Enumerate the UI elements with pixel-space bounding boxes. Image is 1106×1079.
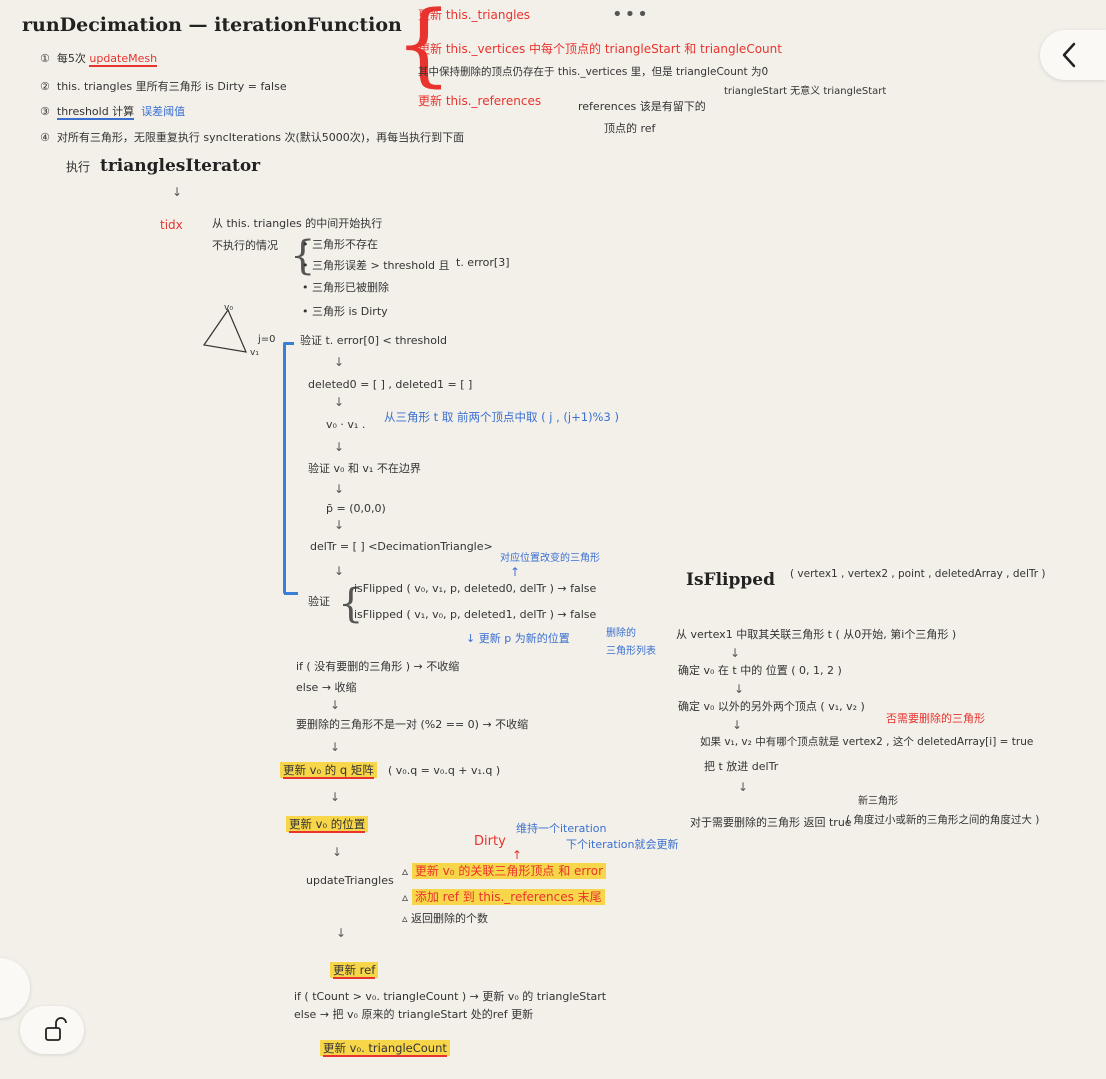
ut-item: ▵ 返回删除的个数 xyxy=(402,912,489,925)
tr-line4c: 顶点的 ref xyxy=(604,122,656,135)
triangle-sketch xyxy=(202,308,247,353)
remove-line: 要删除的三角形不是一对 (%2 == 0) → 不收缩 xyxy=(296,718,529,731)
ut-item: ▵ 添加 ref 到 this._references 末尾 xyxy=(402,889,605,905)
loop-bracket-bottom xyxy=(284,592,298,595)
isflipped-step6: 对于需要删除的三角形 返回 true xyxy=(690,816,852,829)
tr-line3: 其中保持删除的顶点仍存在于 this._vertices 里，但是 triang… xyxy=(418,66,769,78)
p-vector: p̄ = (0,0,0) xyxy=(326,502,386,515)
skip-case: • 三角形已被删除 xyxy=(302,281,389,294)
arrow-down-icon: ↓ xyxy=(334,440,345,454)
isflipped-step6-note-top: 新三角形 xyxy=(858,796,898,807)
verify2: 验证 v₀ 和 v₁ 不在边界 xyxy=(308,462,421,475)
isflipped-call-2: isFlipped ( v₁, v₀, p, deleted1, delTr )… xyxy=(354,608,597,621)
skip-case: • 三角形 is Dirty xyxy=(302,305,388,318)
arrow-up-icon: ↑ xyxy=(510,565,521,579)
tidx-label: tidx xyxy=(160,218,183,232)
v0v1-note: 从三角形 t 取 前两个顶点中取 ( j , (j+1)%3 ) xyxy=(384,410,619,424)
isflip-note1: ↓ 更新 p 为新的位置 xyxy=(466,632,570,645)
skip-case: • 三角形误差 > threshold 且 xyxy=(302,259,450,272)
if-line: if ( 没有要删的三角形 ) → 不收缩 xyxy=(296,660,460,673)
tr-line4b: references 该是有留下的 xyxy=(578,100,706,113)
chevron-left-icon xyxy=(1062,42,1076,68)
arrow-down-icon: ↓ xyxy=(334,564,345,578)
triangles-iterator-title: trianglesIterator xyxy=(100,156,261,176)
j0-label: j=0 xyxy=(258,334,276,345)
isflipped-step1: 从 vertex1 中取其关联三角形 t ( 从0开始, 第i个三角形 ) xyxy=(676,628,957,641)
step-4: ④ 对所有三角形，无限重复执行 syncIterations 次(默认5000次… xyxy=(40,131,465,144)
isflipped-step2: 确定 v₀ 在 t 中的 位置 ( 0, 1, 2 ) xyxy=(678,664,842,677)
v1-label: v₁ xyxy=(250,348,259,358)
exec-label: 执行 xyxy=(66,160,91,174)
v0-label: v₀ xyxy=(224,303,233,313)
arrow-down-icon: ↓ xyxy=(330,698,341,712)
tr-line1: 更新 this._triangles xyxy=(418,8,531,22)
arrow-down-icon: ↓ xyxy=(734,682,745,696)
update-pos: 更新 v₀ 的位置 xyxy=(286,816,369,833)
deltr-note: 对应位置改变的三角形 xyxy=(500,553,600,564)
brace-icon: { xyxy=(290,233,316,279)
isflip-note2: 删除的 xyxy=(606,628,636,639)
t-error: t. error[3] xyxy=(456,256,510,269)
update-q: 更新 v₀ 的 q 矩阵 xyxy=(280,762,377,779)
verify1: 验证 t. error[0] < threshold xyxy=(300,334,448,347)
v0v1: v₀ · v₁ . xyxy=(326,418,366,431)
loop-bracket-top xyxy=(284,342,294,345)
arrow-down-icon: ↓ xyxy=(336,926,347,940)
arrow-down-icon: ↓ xyxy=(330,790,341,804)
arrow-down-icon: ↓ xyxy=(332,845,343,859)
step-2: ② this. triangles 里所有三角形 is Dirty = fals… xyxy=(40,80,287,93)
tidx-note2: 不执行的情况 xyxy=(212,239,278,252)
isflipped-step4: 如果 v₁, v₂ 中有哪个顶点就是 vertex2 , 这个 deletedA… xyxy=(700,736,1034,748)
arrow-down-icon: ↓ xyxy=(334,518,345,532)
step-1: ① 每5次 updateMesh xyxy=(40,52,158,67)
tr-line3b: triangleStart 无意义 triangleStart xyxy=(724,86,887,97)
arrow-down-icon: ↓ xyxy=(730,646,741,660)
isflipped-step6-note: ( 角度过小或新的三角形之间的角度过大 ) xyxy=(846,814,1040,826)
isflipped-call-1: isFlipped ( v₀, v₁, p, deleted0, delTr )… xyxy=(354,582,597,595)
isflipped-params: ( vertex1 , vertex2 , point , deletedArr… xyxy=(790,568,1046,580)
if-tcount: if ( tCount > v₀. triangleCount ) → 更新 v… xyxy=(294,990,607,1003)
ut-item: ▵ 更新 v₀ 的关联三角形顶点 和 error xyxy=(402,863,607,879)
lock-button[interactable] xyxy=(20,1006,84,1054)
isflipped-title: IsFlipped xyxy=(686,570,775,590)
arrow-down-icon: ↓ xyxy=(334,355,345,369)
loop-bracket xyxy=(283,342,286,594)
brace-icon: { xyxy=(338,581,364,627)
step-3: ③ threshold 计算 误差阈值 xyxy=(40,105,186,120)
dirty-label: Dirty xyxy=(474,834,506,849)
deltr: delTr = [ ] <DecimationTriangle> xyxy=(310,540,493,553)
dirty-note1: 维持一个iteration xyxy=(516,822,607,835)
tr-line4: 更新 this._references xyxy=(418,94,542,108)
arrow-down-icon: ↓ xyxy=(330,740,341,754)
deleted-arrays: deleted0 = [ ] , deleted1 = [ ] xyxy=(308,378,473,391)
verify3-label: 验证 xyxy=(308,595,330,608)
isflipped-step3: 确定 v₀ 以外的另外两个顶点 ( v₁, v₂ ) xyxy=(678,700,865,713)
arrow-down-icon: ↓ xyxy=(738,780,749,794)
more-dots-icon[interactable]: ••• xyxy=(612,4,650,25)
isflipped-step5: 把 t 放进 delTr xyxy=(704,760,779,773)
arrow-down-icon: ↓ xyxy=(334,482,345,496)
back-button[interactable] xyxy=(1040,30,1106,80)
arrow-down-icon: ↓ xyxy=(334,395,345,409)
isflip-note3: 三角形列表 xyxy=(606,646,656,657)
update-count: 更新 v₀. triangleCount xyxy=(320,1040,450,1057)
update-q-note: ( v₀.q = v₀.q + v₁.q ) xyxy=(388,764,501,777)
dirty-note2: 下个iteration就会更新 xyxy=(566,838,679,851)
arrow-up-icon: ↑ xyxy=(512,848,523,862)
isflipped-step3-note: 否需要删除的三角形 xyxy=(886,712,985,725)
unlock-icon xyxy=(45,1017,67,1041)
page-title: runDecimation — iterationFunction xyxy=(22,14,402,36)
skip-case: • 三角形不存在 xyxy=(302,238,378,251)
tr-line2: 更新 this._vertices 中每个顶点的 triangleStart 和… xyxy=(418,42,782,56)
else-tcount: else → 把 v₀ 原来的 triangleStart 处的ref 更新 xyxy=(294,1008,534,1021)
update-ref: 更新 ref xyxy=(330,962,379,979)
brace-icon: { xyxy=(395,0,453,97)
update-triangles: updateTriangles xyxy=(306,874,394,887)
tidx-note1: 从 this. triangles 的中间开始执行 xyxy=(212,217,383,230)
arrow-down-icon: ↓ xyxy=(732,718,743,732)
arrow-down-icon: ↓ xyxy=(172,185,183,199)
else-line: else → 收缩 xyxy=(296,681,357,694)
